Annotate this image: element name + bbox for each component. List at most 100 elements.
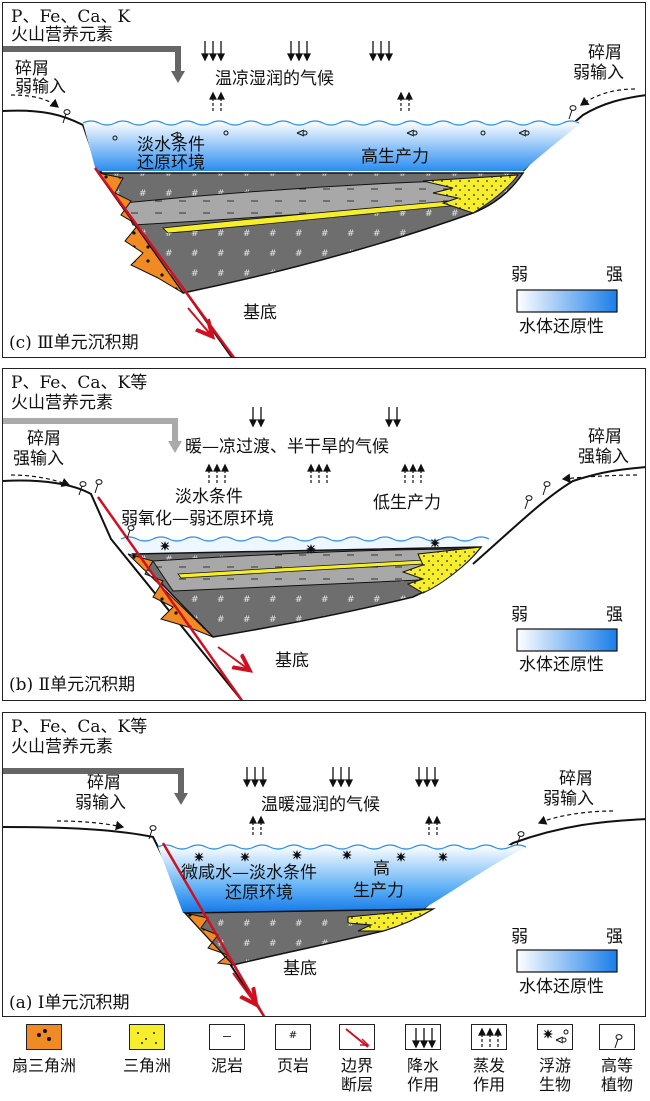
mudstone-swatch: [209, 1024, 245, 1050]
productivity-label: 高生产力: [361, 147, 429, 167]
plankton-icon: [291, 849, 303, 861]
nutrient-arrow: [3, 768, 184, 797]
precipitation-icon: [243, 766, 267, 787]
scale-strong: 强: [606, 605, 623, 625]
delta-wedge: [401, 546, 483, 594]
precipitation-label-2: 作用: [406, 1075, 439, 1094]
debris-left-1: 碎屑: [87, 773, 121, 793]
debris-input-arrow-left: [10, 474, 71, 487]
evaporation-icon: [397, 92, 413, 112]
precipitation-icon: [287, 40, 311, 61]
basement-label: 基底: [283, 959, 317, 979]
water-condition-1: 淡水条件: [137, 135, 205, 155]
delta-wedge: [347, 908, 434, 932]
boundary-fault-label-2: 断层: [340, 1075, 373, 1094]
higher-plant-icon: [516, 831, 525, 846]
fault-motion-arrow: [187, 307, 211, 335]
evaporation-label-2: 作用: [472, 1075, 505, 1094]
fault-motion-arrow: [232, 972, 255, 1003]
plankton-label-2: 生物: [538, 1075, 571, 1094]
water-condition-2: 还原环境: [137, 153, 205, 173]
nutrients-line1: P、Fe、Ca、K: [11, 7, 131, 27]
debris-left-2: 强输入: [13, 449, 64, 469]
debris-right-1: 碎屑: [588, 43, 622, 63]
fan-delta-label: 扇三角洲: [11, 1056, 76, 1075]
nutrients-line1: P、Fe、Ca、K等: [11, 717, 148, 737]
water-condition-1: 淡水条件: [175, 487, 243, 507]
legend-delta: 三角洲: [112, 1020, 182, 1075]
basin-left-margin: [3, 826, 265, 1016]
debris-right-2: 弱输入: [543, 789, 594, 809]
higher-plant-icon: [542, 481, 551, 496]
plankton-icon: [239, 851, 251, 863]
evaporation-icon: [307, 464, 331, 484]
debris-right-1: 碎屑: [559, 769, 593, 789]
plankton-icon: [429, 537, 441, 549]
evaporation-icon: [249, 816, 265, 836]
boundary-fault: [96, 496, 244, 700]
debris-input-arrow-right: [537, 810, 614, 825]
higher-plants-swatch: [599, 1024, 635, 1050]
scale-weak: 弱: [511, 605, 528, 625]
water-surface: [120, 536, 490, 542]
reduction-scale-bar: [516, 949, 618, 973]
fault-motion-arrow: [217, 646, 248, 669]
productivity-label-2: 生产力: [353, 881, 404, 901]
plankton-icon: [112, 135, 118, 141]
plankton-icon: [159, 540, 171, 552]
legend-evaporation: 蒸发 作用: [454, 1020, 524, 1094]
plankton-icon: [437, 851, 449, 863]
debris-left-1: 碎屑: [15, 59, 49, 79]
basement-label: 基底: [275, 651, 309, 671]
evaporation-icon: [209, 92, 225, 112]
evaporation-swatch: [471, 1024, 507, 1050]
basin-left-margin: [3, 109, 233, 357]
nutrients-line2: 火山营养元素: [11, 393, 113, 413]
debris-input-arrow-right: [561, 473, 638, 484]
precipitation-icon: [415, 766, 439, 787]
legend-higher-plants: 高等 植物: [582, 1020, 650, 1094]
debris-right-1: 碎屑: [588, 427, 622, 447]
panel-b-diagram: [3, 406, 645, 700]
water-body: [83, 121, 583, 171]
nutrient-arrow: [3, 418, 178, 445]
debris-left-2: 弱输入: [15, 77, 66, 97]
scale-label: 水体还原性: [519, 977, 604, 997]
legend-mudstone: 泥岩: [192, 1020, 262, 1075]
precipitation-icon: [385, 406, 401, 427]
productivity-label: 低生产力: [373, 493, 441, 513]
water-surface: [157, 844, 527, 850]
water-body: [121, 539, 481, 554]
delta-swatch: [129, 1024, 165, 1050]
plankton-icon: [305, 543, 317, 555]
plankton-icon: [480, 130, 486, 136]
scale-label: 水体还原性: [519, 655, 604, 675]
evaporation-icon: [401, 464, 425, 484]
delta-label: 三角洲: [122, 1056, 171, 1075]
precipitation-icon: [201, 40, 225, 61]
plankton-swatch: [537, 1024, 573, 1050]
scale-strong: 强: [606, 265, 623, 285]
productivity-label-1: 高: [373, 859, 390, 879]
boundary-fault-swatch: [339, 1024, 375, 1050]
debris-left-1: 碎屑: [27, 429, 61, 449]
panel-b-unit2: P、Fe、Ca、K等 火山营养元素 暖—凉过渡、半干旱的气候 碎屑 强输入 碎屑…: [2, 368, 646, 701]
water-surface: [82, 120, 580, 126]
legend-fan-delta: 扇三角洲: [2, 1020, 86, 1075]
precipitation-icon: [249, 406, 265, 427]
higher-plants-label-2: 植物: [600, 1075, 633, 1094]
plankton-label-1: 浮游: [538, 1056, 571, 1075]
climate-label: 暖—凉过渡、半干旱的气候: [185, 437, 389, 457]
debris-right-2: 强输入: [578, 447, 629, 467]
nutrient-arrow: [3, 46, 181, 75]
fan-delta: [183, 912, 235, 966]
water-body: [158, 845, 531, 913]
nutrients-line1: P、Fe、Ca、K等: [11, 373, 148, 393]
delta-wedge: [422, 174, 520, 214]
fan-delta-swatch: [26, 1024, 62, 1050]
precipitation-label-1: 降水: [406, 1056, 439, 1075]
panel-c-unit3: P、Fe、Ca、K 火山营养元素 温凉湿润的气候 碎屑 弱输入 碎屑 弱输入 淡…: [2, 2, 646, 358]
evaporation-label-1: 蒸发: [472, 1056, 505, 1075]
shale-swatch: #: [275, 1024, 311, 1050]
panel-caption: (c) Ⅲ单元沉积期: [9, 333, 139, 353]
